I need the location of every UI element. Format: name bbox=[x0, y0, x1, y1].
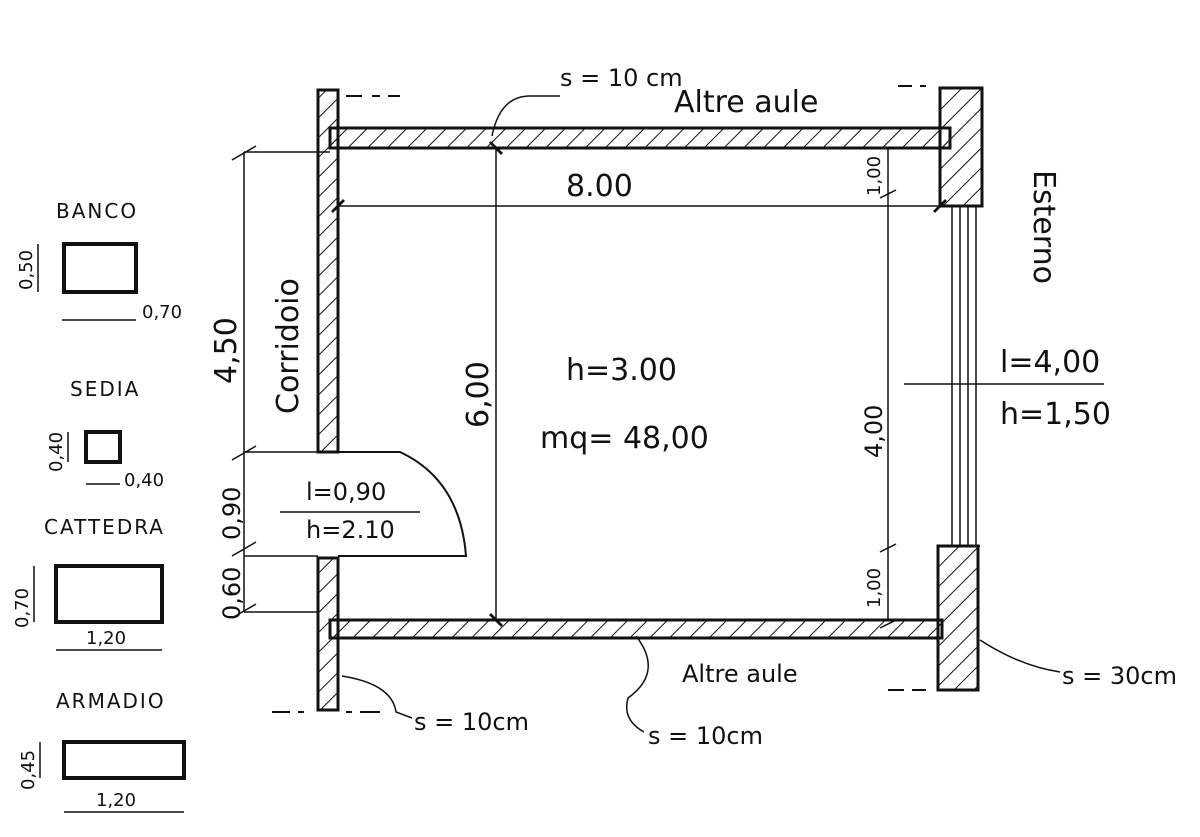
left-neighbor-label: Corridoio bbox=[271, 278, 306, 414]
sedia-width-label: 0,40 bbox=[124, 470, 164, 491]
cattedra-icon bbox=[54, 564, 164, 624]
left-wall-lower bbox=[316, 556, 340, 712]
door: l=0,90 h=2.10 bbox=[280, 451, 468, 557]
break-lines bbox=[272, 85, 926, 713]
bottom-wall-thickness-label: s = 10cm bbox=[648, 722, 763, 750]
furniture-name-armadio: ARMADIO bbox=[56, 689, 166, 713]
left-door-dimension: 0,90 bbox=[218, 487, 246, 540]
door-width-label: l=0,90 bbox=[306, 478, 386, 506]
sedia-depth-label: 0,40 bbox=[46, 432, 67, 472]
top-wall bbox=[328, 126, 952, 150]
room-area-label: mq= 48,00 bbox=[540, 421, 709, 456]
sedia-icon bbox=[84, 430, 122, 464]
right-wall-upper bbox=[938, 86, 984, 208]
room-height-label: h=3.00 bbox=[566, 353, 677, 388]
furniture-name-sedia: SEDIA bbox=[70, 377, 140, 401]
furniture-name-cattedra: CATTEDRA bbox=[44, 515, 165, 539]
interior-dimensions bbox=[331, 141, 1104, 629]
bottom-neighbor-label: Altre aule bbox=[682, 660, 798, 688]
top-neighbor-label: Altre aule bbox=[674, 85, 818, 120]
left-wall-thickness-label: s = 10cm bbox=[414, 708, 529, 736]
right-top-dimension: 1,00 bbox=[864, 156, 885, 196]
banco-width-label: 0,70 bbox=[142, 302, 182, 323]
room-width-label: 8.00 bbox=[566, 169, 633, 204]
left-dimensions bbox=[231, 145, 330, 619]
window-height-label: h=1,50 bbox=[1000, 397, 1111, 432]
armadio-depth-label: 0,45 bbox=[18, 750, 39, 790]
thickness-leaders bbox=[341, 95, 1061, 733]
right-middle-dimension: 4,00 bbox=[860, 405, 888, 458]
window-width-label: l=4,00 bbox=[1000, 345, 1100, 380]
cattedra-width-label: 1,20 bbox=[86, 628, 126, 649]
right-neighbor-label: Esterno bbox=[1026, 170, 1061, 284]
window bbox=[938, 205, 982, 547]
left-upper-dimension: 4,50 bbox=[209, 317, 244, 384]
top-wall-thickness-label: s = 10 cm bbox=[560, 64, 683, 92]
cattedra-depth-label: 0,70 bbox=[12, 588, 33, 628]
armadio-icon bbox=[62, 740, 186, 780]
furniture-legend: BANCO 0,50 0,70 SEDIA 0,40 0,40 CATTEDRA… bbox=[12, 199, 186, 813]
banco-icon bbox=[62, 242, 138, 294]
furniture-name-banco: BANCO bbox=[56, 199, 138, 223]
right-wall-lower bbox=[936, 544, 980, 692]
room-walls bbox=[272, 85, 984, 713]
right-bottom-dimension: 1,00 bbox=[864, 568, 885, 608]
left-lower-dimension: 0,60 bbox=[218, 567, 246, 620]
left-wall-upper bbox=[316, 88, 340, 454]
right-wall-thickness-label: s = 30cm bbox=[1062, 662, 1177, 690]
room-depth-label: 6,00 bbox=[461, 361, 496, 428]
armadio-width-label: 1,20 bbox=[96, 790, 136, 811]
bottom-wall bbox=[328, 618, 944, 640]
door-height-label: h=2.10 bbox=[306, 516, 395, 544]
banco-depth-label: 0,50 bbox=[16, 250, 37, 290]
